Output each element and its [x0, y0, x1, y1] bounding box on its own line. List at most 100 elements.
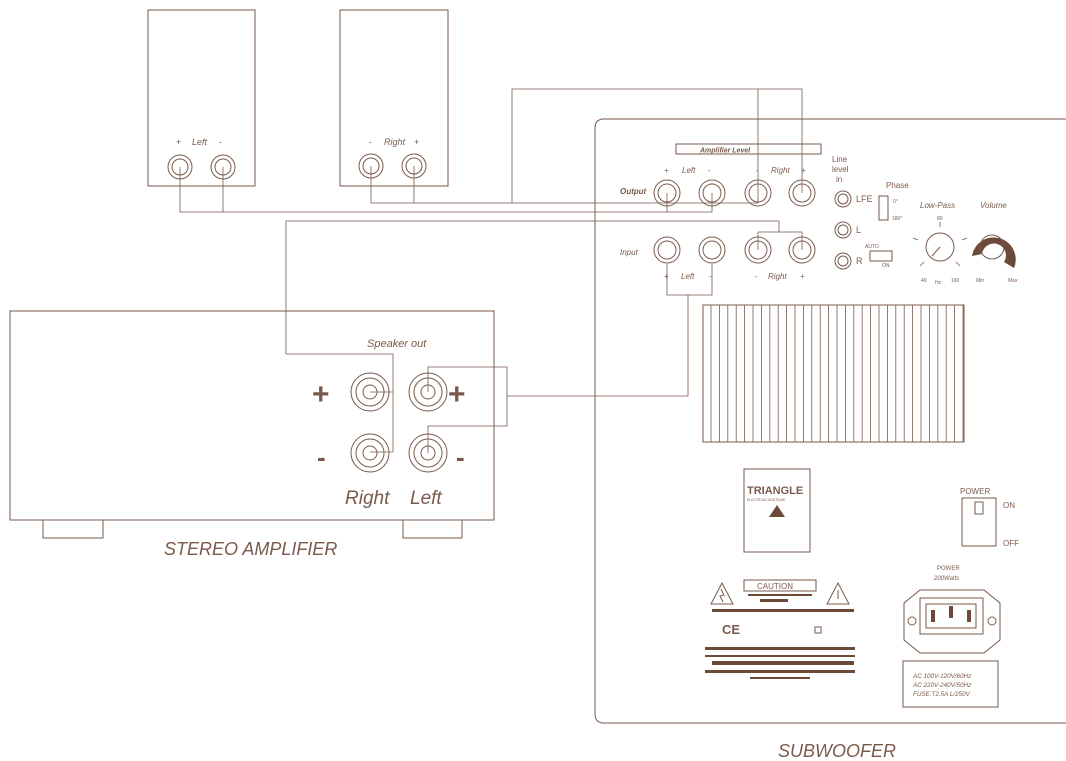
out-right-label: Right — [771, 166, 790, 175]
power-switch-lever — [974, 501, 984, 515]
l-label: L — [856, 225, 861, 235]
auto-label: AUTO — [865, 244, 879, 250]
right-speaker-minus: - — [369, 137, 372, 147]
lfe-label: LFE — [856, 194, 873, 204]
warning-triangle-right — [826, 581, 850, 605]
in-right-minus: - — [755, 272, 758, 281]
r-label: R — [856, 256, 863, 266]
out-right-minus: - — [756, 166, 759, 175]
auto-on-label: ON — [882, 263, 890, 269]
ac-rating-1: AC 100V-120V/60Hz — [912, 673, 972, 680]
amplifier-foot-right — [402, 519, 463, 539]
stereo-amplifier: Speaker out + - + - Right Left — [9, 310, 495, 539]
brand-subtext: ELECTROACOUSTIQUE — [747, 498, 786, 502]
lightning-icon — [719, 588, 725, 603]
volume-max: Max — [1008, 278, 1018, 284]
left-speaker-plus: + — [176, 137, 181, 147]
ce-mark: CE — [722, 622, 740, 637]
wire-amp-left-to-input-left — [507, 264, 689, 397]
in-left-minus: - — [709, 272, 712, 281]
heatsink-fins — [702, 304, 965, 443]
power-rating-1: POWER — [937, 566, 960, 572]
volume-min: Min — [976, 278, 984, 284]
wire-amp-right-drop — [286, 353, 394, 392]
phase-switch — [878, 195, 889, 221]
power-rating-2: 200Watts — [933, 576, 959, 582]
low-pass-label: Low-Pass — [920, 201, 955, 210]
out-right-plus: + — [801, 166, 806, 175]
wire-amp-right-to-input-right — [285, 220, 803, 354]
line-level-label-1: Line — [832, 155, 848, 164]
amplifier-level-label: Amplifier Level — [699, 148, 751, 155]
left-speaker: + Left - — [147, 9, 256, 187]
triangle-logo: TRIANGLE ELECTROACOUSTIQUE — [743, 468, 811, 553]
amp-right-plus-sign: + — [312, 378, 330, 411]
amplifier-level-box — [675, 143, 822, 155]
phase-0-label: 0° — [893, 199, 898, 205]
wire-amp-left-loop — [427, 366, 508, 453]
power-off-label: OFF — [1003, 539, 1019, 548]
fuse-rating: FUSE:T2.5A L/250V — [913, 691, 971, 698]
wire-amp-right-plus-bridge — [370, 391, 394, 452]
ac-rating-2: AC 220V-240V/50Hz — [912, 682, 972, 689]
phase-label: Phase — [886, 181, 909, 190]
lfe-jack — [834, 190, 852, 208]
caution-label: CAUTION CE — [705, 579, 855, 679]
line-level-label-2: level — [832, 165, 849, 174]
right-speaker-plus: + — [414, 137, 419, 147]
double-insulation-icon — [814, 626, 822, 634]
out-left-plus: + — [664, 166, 669, 175]
power-on-label: ON — [1003, 501, 1015, 510]
amp-right-minus-sign: - — [317, 442, 326, 472]
wire-right-speaker-minus — [370, 166, 759, 204]
low-pass-knob — [912, 222, 968, 267]
volume-knob — [972, 234, 1016, 268]
wiring — [179, 88, 803, 453]
amplifier-foot-left — [42, 519, 104, 539]
in-left-plus-terminal — [653, 236, 681, 264]
amp-left-minus-sign: - — [456, 442, 465, 472]
caution-text: CAUTION — [757, 582, 793, 591]
out-left-minus: - — [708, 166, 711, 175]
output-label: Output — [620, 187, 647, 196]
subwoofer-panel: Amplifier Level Output Input + Left - - … — [594, 118, 1066, 724]
volume-label: Volume — [980, 201, 1007, 210]
left-speaker-minus: - — [219, 137, 222, 147]
r-jack — [834, 252, 852, 270]
amp-right-minus-terminal — [350, 433, 390, 473]
wire-input-left-minus — [688, 264, 713, 296]
line-level-label-3: in — [836, 175, 842, 184]
in-left-label: Left — [681, 272, 695, 281]
phase-180-label: 180° — [892, 216, 902, 222]
in-right-plus: + — [800, 272, 805, 281]
in-right-label: Right — [768, 272, 787, 281]
in-left-minus-terminal — [698, 236, 726, 264]
l-jack — [834, 221, 852, 239]
brand-text: TRIANGLE — [747, 485, 803, 497]
out-left-label: Left — [682, 166, 696, 175]
wire-left-speaker-plus — [179, 167, 713, 213]
speaker-out-label: Speaker out — [367, 338, 427, 350]
power-inlet — [903, 589, 1001, 654]
low-pass-160: 160 — [951, 278, 960, 284]
in-left-plus: + — [664, 272, 669, 281]
wire-output-right-plus — [511, 88, 803, 203]
warning-triangle-left — [710, 581, 734, 605]
subwoofer-title: SUBWOOFER — [778, 741, 896, 761]
low-pass-hz: Hz — [935, 280, 942, 286]
right-speaker: - Right + — [339, 9, 449, 187]
stereo-amplifier-title: STEREO AMPLIFIER — [164, 539, 337, 559]
power-switch — [961, 497, 997, 547]
auto-on-switch — [869, 250, 893, 262]
power-switch-label: POWER — [960, 487, 990, 496]
input-label: Input — [620, 248, 639, 257]
left-speaker-label: Left — [192, 137, 208, 147]
low-pass-80: 80 — [937, 216, 943, 222]
low-pass-40: 40 — [921, 278, 927, 284]
right-speaker-label: Right — [384, 137, 406, 147]
amp-right-label: Right — [345, 488, 390, 509]
amp-left-plus-sign: + — [448, 378, 466, 411]
amp-left-label: Left — [410, 488, 442, 509]
ac-rating-box — [902, 660, 999, 708]
